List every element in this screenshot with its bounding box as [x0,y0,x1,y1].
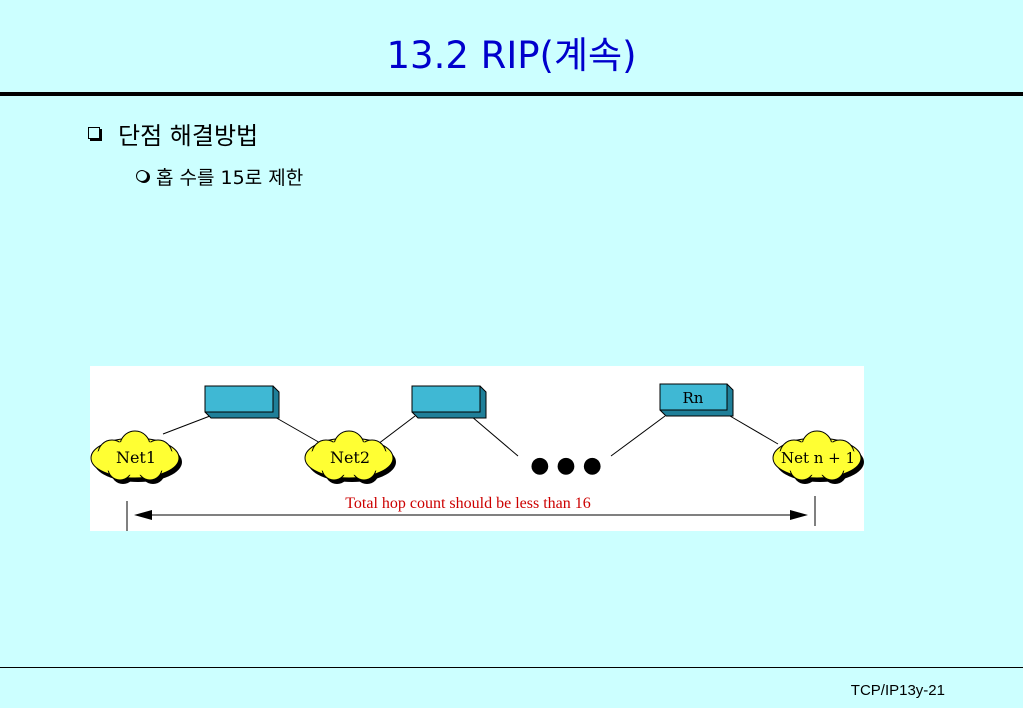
hop-count-arrow [126,496,816,531]
cloud-net2: Net2 [304,430,396,484]
link-net2-router2 [377,415,416,445]
hop-count-diagram: Rn Net1 Net2 [90,366,864,531]
square-bullet-icon [88,127,100,139]
net2-label: Net2 [330,448,370,467]
cloud-netn: Net n + 1 [772,430,864,484]
circle-bullet-icon [136,170,148,182]
bullet-main: 단점 해결방법 [88,118,259,150]
router-2 [411,385,487,419]
net1-label: Net1 [116,448,156,467]
netn-label: Net n + 1 [781,449,855,467]
bullet-main-text: 단점 해결방법 [118,121,259,150]
ellipsis-dots: ● ● ● [530,453,602,478]
slide-title: 13.2 RIP(계속) [386,34,637,77]
link-ellipsis-routern [610,415,666,457]
cloud-net1: Net1 [90,430,182,484]
bullet-sub-text: 홉 수를 15로 제한 [156,166,304,189]
router-1 [204,385,280,419]
router-n-label: Rn [683,389,704,407]
hop-count-caption: Total hop count should be less than 16 [345,495,591,512]
link-net1-router1 [162,415,211,435]
bullet-sub: 홉 수를 15로 제한 [136,162,303,190]
link-lines [162,415,779,457]
title-divider [0,92,1023,96]
link-router1-net2 [272,415,323,445]
link-routern-netn [729,415,779,445]
slide-footer: TCP/IP13y-21 [850,682,945,699]
link-router2-ellipsis [470,415,519,457]
router-n: Rn [659,383,734,417]
footer-divider [0,667,1023,668]
